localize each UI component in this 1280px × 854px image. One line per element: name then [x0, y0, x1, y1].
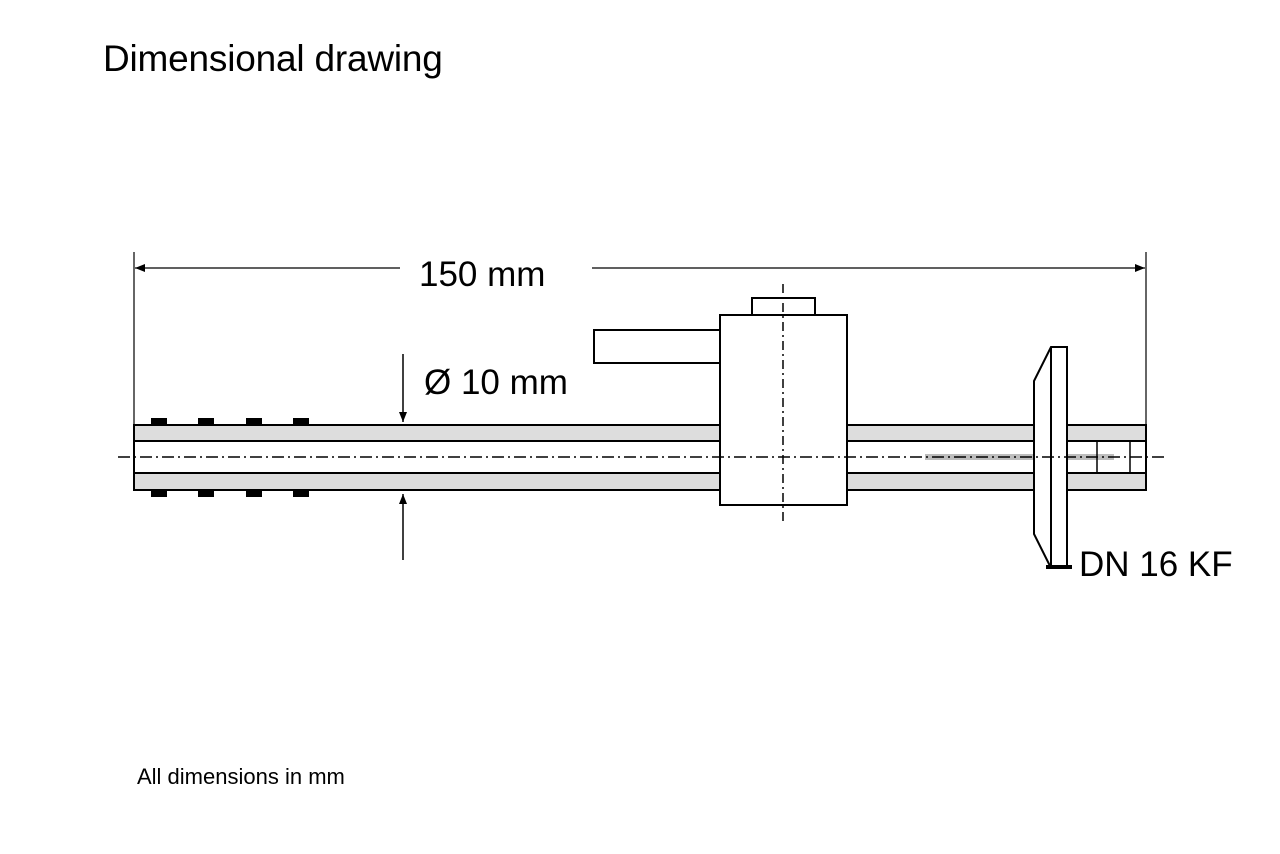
- length-dimension: 150 mm: [133, 252, 1147, 425]
- electrode-mark: [151, 418, 167, 425]
- flange-label: DN 16 KF: [1079, 545, 1233, 584]
- tube-wall-bottom-right: [846, 472, 1147, 491]
- electrode-mark: [198, 418, 214, 425]
- electrode-mark: [293, 418, 309, 425]
- footnote: All dimensions in mm: [137, 764, 345, 789]
- electrode-mark: [246, 490, 262, 497]
- diameter-label: Ø 10 mm: [424, 363, 568, 402]
- tube-wall-top-left: [133, 424, 721, 442]
- length-label: 150 mm: [419, 255, 545, 294]
- electrode-mark: [246, 418, 262, 425]
- diameter-dimension: Ø 10 mm: [399, 354, 568, 560]
- side-arm: [593, 329, 721, 364]
- housing: [593, 284, 848, 522]
- electrode-mark: [151, 490, 167, 497]
- electrode-mark: [293, 490, 309, 497]
- tube-wall-bottom-left: [133, 472, 721, 491]
- tube-wall-top-right: [846, 424, 1147, 442]
- electrode-mark: [198, 490, 214, 497]
- electrode-marks: [151, 418, 309, 497]
- page-title: Dimensional drawing: [103, 38, 443, 79]
